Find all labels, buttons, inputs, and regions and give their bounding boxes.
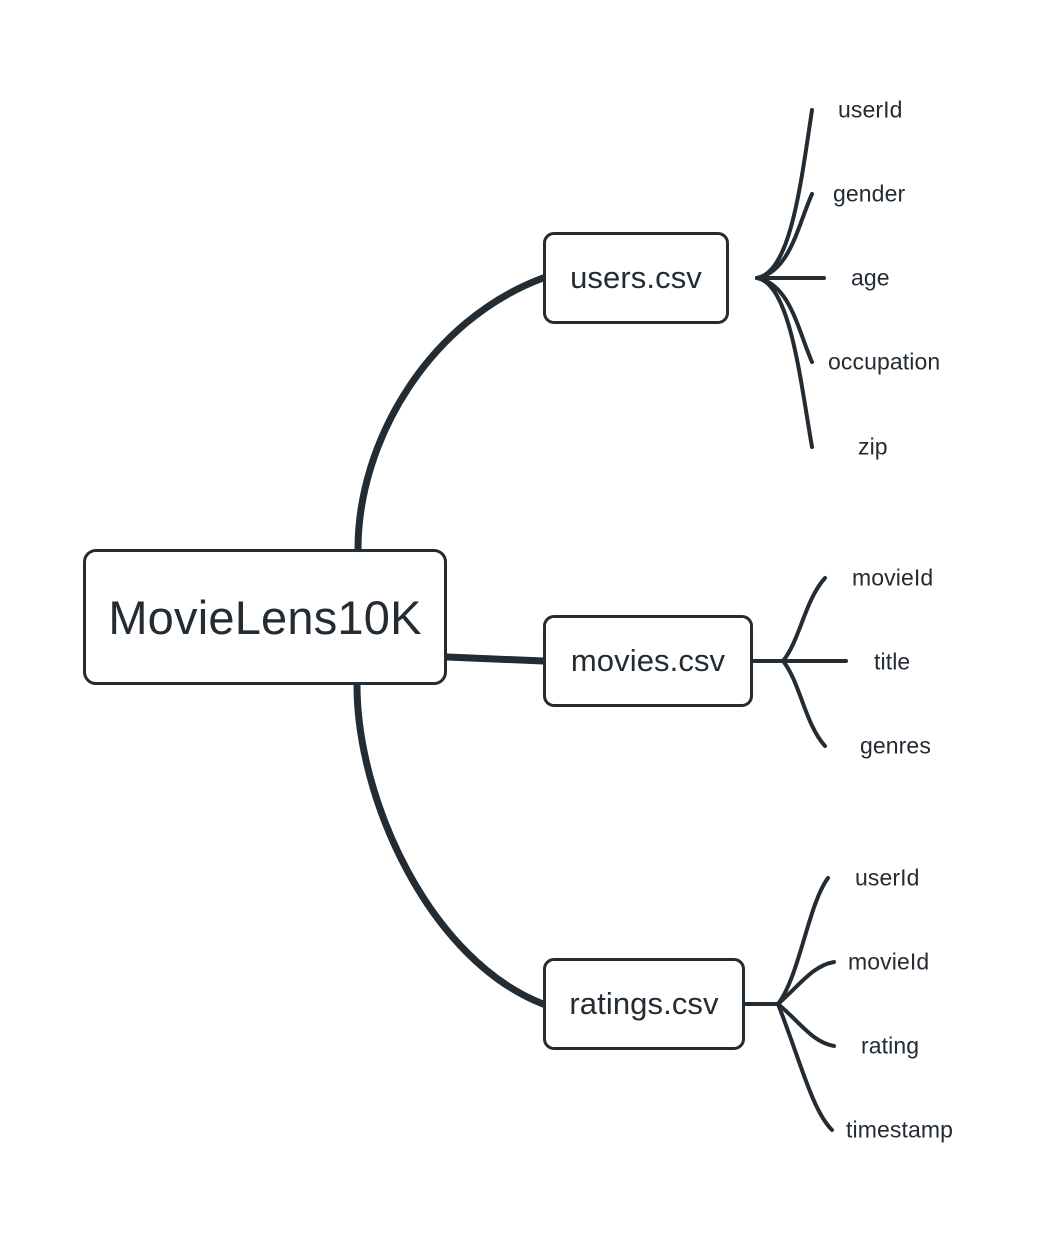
- leaf-label-ratings-movieid: movieId: [848, 948, 930, 975]
- edge-movies-to-movieId: [781, 576, 827, 663]
- root-node-movielens10k[interactable]: MovieLens10K: [83, 549, 447, 685]
- branch-node-label: ratings.csv: [569, 986, 719, 1021]
- edge-root-to-ratings: [353, 681, 547, 1008]
- leaf-label-users-age: age: [851, 264, 890, 291]
- edge-root-to-users: [354, 274, 547, 553]
- branch-node-label: movies.csv: [570, 643, 726, 678]
- edge-users-to-gender: [755, 192, 814, 280]
- edge-movies-to-genres: [781, 659, 827, 748]
- leaf-label-movies-genres: genres: [860, 732, 931, 759]
- leaf-label-movies-title: title: [874, 648, 911, 675]
- leaf-label-users-zip: zip: [858, 433, 888, 460]
- edge-ratings-to-timestamp: [776, 1002, 834, 1132]
- leaf-label-movies-movieid: movieId: [852, 564, 934, 591]
- leaf-label-users-occupation: occupation: [828, 348, 941, 375]
- branch-node-label: users.csv: [570, 260, 702, 295]
- edge-ratings-to-movieId: [776, 960, 836, 1006]
- leaf-label-ratings-rating: rating: [861, 1032, 920, 1059]
- edge-users-to-occupation: [755, 276, 814, 364]
- edge-users-to-userId: [755, 108, 814, 280]
- leaf-label-ratings-timestamp: timestamp: [846, 1116, 953, 1143]
- root-node-label: MovieLens10K: [108, 590, 422, 644]
- edge-users-to-zip: [755, 276, 814, 449]
- edge-root-to-movies: [443, 653, 547, 665]
- branch-node-users-csv[interactable]: users.csv: [543, 232, 729, 324]
- leaf-label-users-gender: gender: [833, 180, 906, 207]
- leaf-label-users-userid: userId: [838, 96, 903, 123]
- leaf-label-ratings-userid: userId: [855, 864, 920, 891]
- edge-ratings-to-rating: [776, 1002, 836, 1048]
- branch-node-ratings-csv[interactable]: ratings.csv: [543, 958, 745, 1050]
- branch-node-movies-csv[interactable]: movies.csv: [543, 615, 753, 707]
- edge-ratings-to-userId: [776, 876, 830, 1006]
